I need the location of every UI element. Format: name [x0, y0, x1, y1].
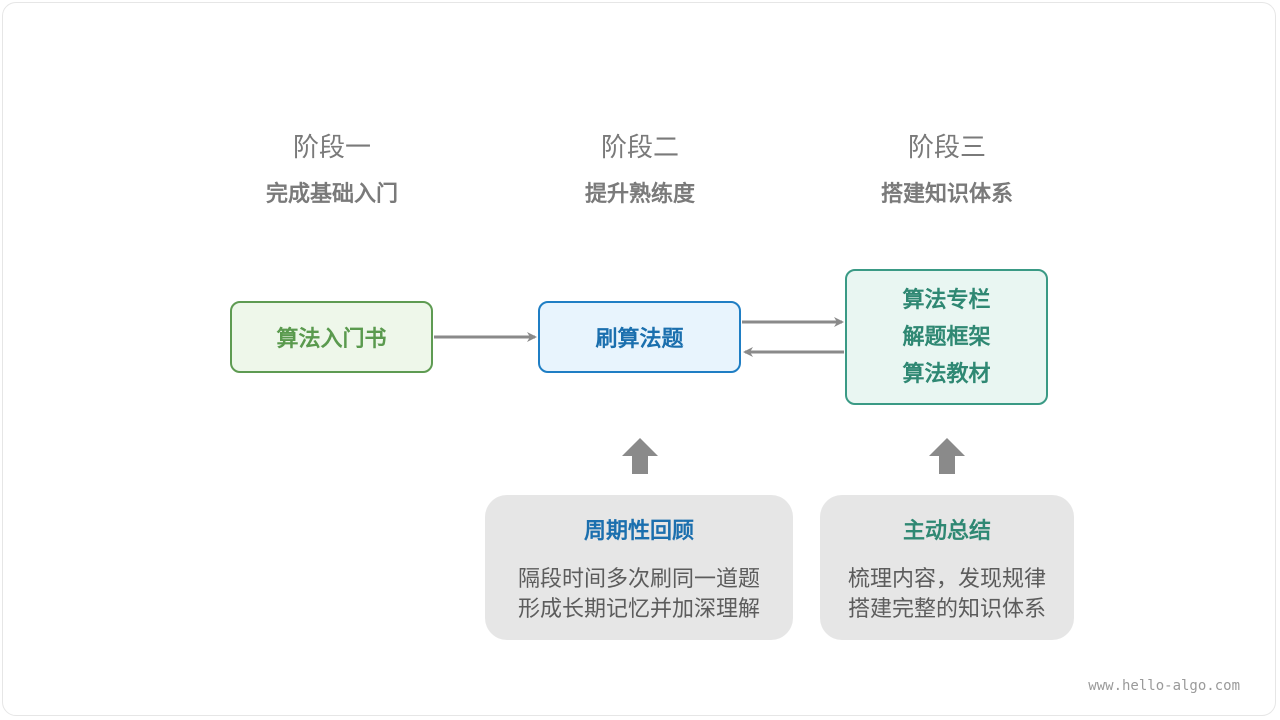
up-arrow-icon — [929, 438, 965, 474]
stage-1-title: 阶段一 — [292, 133, 371, 163]
knowledge-item-textbook: 算法教材 — [902, 361, 991, 387]
periodic-review-title: 周期性回顾 — [583, 519, 694, 544]
active-summary-line-1: 梳理内容，发现规律 — [847, 567, 1046, 592]
active-summary-body: 梳理内容，发现规律 搭建完整的知识体系 — [820, 565, 1074, 625]
stage-2-subtitle: 提升熟练度 — [584, 182, 695, 207]
stage-2-title: 阶段二 — [600, 133, 679, 163]
periodic-review-line-2: 形成长期记忆并加深理解 — [517, 597, 760, 622]
stage-3-title: 阶段三 — [907, 133, 986, 163]
practice-node: 刷算法题 — [538, 301, 741, 373]
knowledge-item-column: 算法专栏 — [902, 287, 991, 313]
stage-3-subtitle: 搭建知识体系 — [880, 182, 1013, 207]
active-summary-title: 主动总结 — [902, 519, 991, 544]
active-summary-card: 主动总结 梳理内容，发现规律 搭建完整的知识体系 — [820, 495, 1074, 640]
beginner-book-node: 算法入门书 — [230, 301, 433, 373]
stage-1-subtitle: 完成基础入门 — [265, 182, 398, 207]
up-arrow-icon — [622, 438, 658, 474]
knowledge-node: 算法专栏 解题框架 算法教材 — [845, 269, 1048, 405]
periodic-review-line-1: 隔段时间多次刷同一道题 — [517, 567, 760, 592]
practice-label: 刷算法题 — [595, 327, 684, 352]
periodic-review-card: 周期性回顾 隔段时间多次刷同一道题 形成长期记忆并加深理解 — [485, 495, 793, 640]
site-watermark: www.hello-algo.com — [1088, 678, 1240, 694]
knowledge-item-framework: 解题框架 — [902, 324, 991, 350]
active-summary-line-2: 搭建完整的知识体系 — [847, 597, 1046, 622]
beginner-book-label: 算法入门书 — [276, 327, 387, 352]
periodic-review-body: 隔段时间多次刷同一道题 形成长期记忆并加深理解 — [485, 565, 793, 625]
